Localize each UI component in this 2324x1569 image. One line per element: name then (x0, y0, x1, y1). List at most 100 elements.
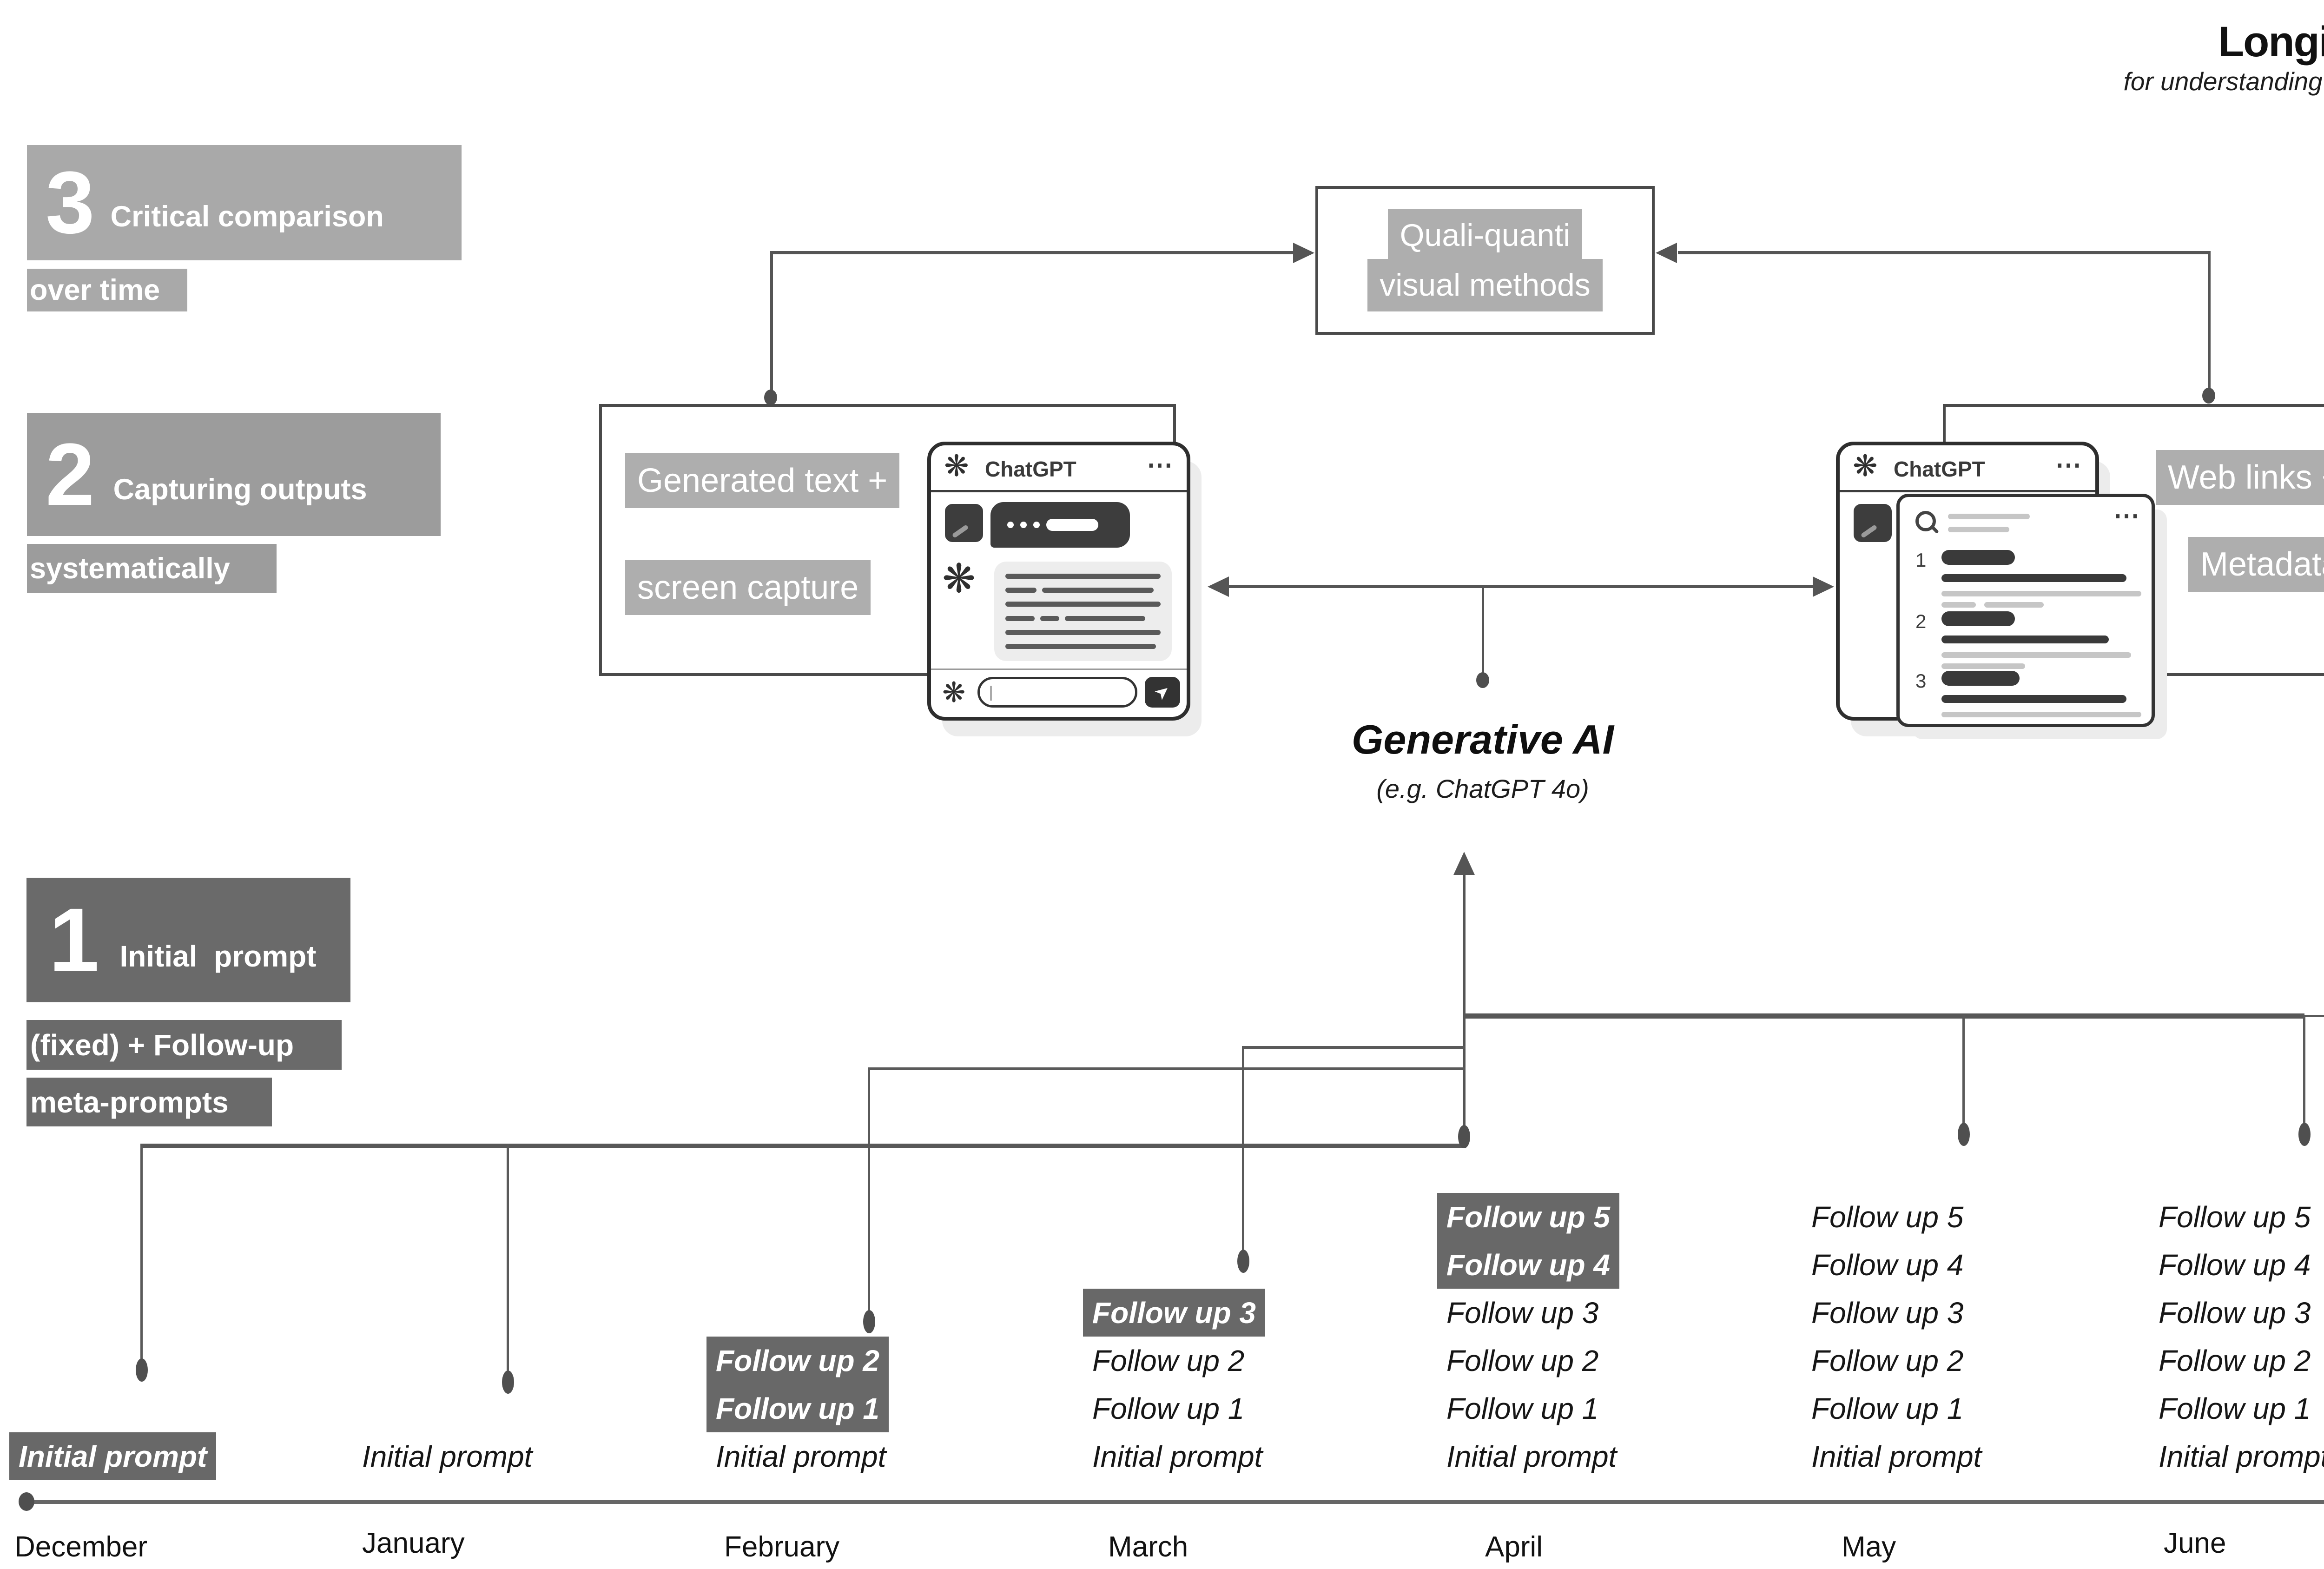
prompt-label: Follow up 1 (1811, 1391, 1964, 1425)
search-results-card: ⋯ 1 2 3 (1896, 494, 2155, 727)
step-1-subline-1: (fixed) + Follow-up (26, 1020, 342, 1070)
prompt-stack-january: Initial prompt (362, 1432, 532, 1480)
stem-arrowhead-up (1453, 852, 1475, 875)
result-title-pill[interactable] (1941, 611, 2015, 626)
prompt-label: Initial prompt (1811, 1439, 1982, 1473)
menu-dots-icon[interactable]: ⋯ (1147, 450, 1173, 479)
branch-march (1243, 1046, 1466, 1049)
drop-line-june (2303, 1015, 2305, 1132)
node-dot-may (1958, 1123, 1970, 1146)
text-line (1005, 588, 1037, 593)
prompt-label: Initial prompt (9, 1432, 217, 1480)
step-3-label: Critical comparison (110, 200, 384, 233)
web-links-line1: Web links + (2156, 450, 2324, 505)
node-dot-march (1237, 1250, 1249, 1273)
step-1-box: 1 Initial prompt (26, 878, 350, 1002)
step-2-subline: systematically (27, 544, 277, 593)
step-2-number: 2 (46, 425, 95, 524)
prompt-label: Follow up 5 (2159, 1200, 2311, 1234)
node-dot-february (863, 1310, 875, 1333)
step-1-number: 1 (49, 889, 99, 991)
month-label-june: June (2164, 1527, 2226, 1559)
month-label-february: February (724, 1531, 840, 1563)
user-avatar (945, 504, 983, 542)
connector-left-vertical (770, 251, 773, 396)
result-title-pill[interactable] (1941, 671, 2020, 686)
result-snippet-line (1941, 663, 2025, 669)
result-number: 1 (1915, 549, 1927, 571)
result-link-line[interactable] (1941, 695, 2126, 703)
step-2-label: Capturing outputs (113, 473, 367, 506)
menu-dots-icon[interactable]: ⋯ (2055, 450, 2081, 479)
chat-header: ❋ ChatGPT ⋯ (1840, 445, 2095, 492)
text-line (1042, 588, 1154, 593)
step-1-subline-2: meta-prompts (26, 1078, 272, 1126)
prompt-label: Follow up 4 (1437, 1241, 1619, 1289)
prompt-label: Initial prompt (1092, 1439, 1263, 1473)
prompt-label: Follow up 1 (2159, 1391, 2311, 1425)
step-3-box: 3 Critical comparison (27, 145, 462, 260)
exchange-arrowhead-right (1813, 576, 1834, 597)
text-line (1005, 616, 1035, 621)
chat-app-name: ChatGPT (985, 457, 1076, 481)
prompt-label: Initial prompt (716, 1439, 886, 1473)
chat-header: ❋ ChatGPT ⋯ (931, 445, 1187, 492)
stem-line (1463, 872, 1466, 1135)
branch-december-january (142, 1144, 1466, 1148)
search-query-line (1948, 514, 2030, 519)
step-2-box: 2 Capturing outputs (27, 413, 441, 536)
exchange-arrow-line (1227, 585, 1816, 588)
text-line (1005, 602, 1161, 607)
drop-line-march (1242, 1046, 1244, 1258)
branch-february (869, 1067, 1466, 1070)
result-link-line[interactable] (1941, 636, 2109, 643)
step-1-label: Initial prompt (119, 940, 317, 973)
chat-input[interactable] (977, 677, 1137, 708)
prompt-label: Initial prompt (2159, 1439, 2324, 1473)
result-link-line[interactable] (1941, 574, 2126, 582)
prompt-label: Follow up 3 (1811, 1296, 1964, 1330)
result-snippet-line (1941, 602, 1976, 608)
search-icon (1915, 511, 1936, 531)
arrowhead-into-quali-box-right (1656, 243, 1677, 263)
prompt-label: Follow up 1 (1446, 1391, 1599, 1425)
month-label-december: December (14, 1531, 147, 1563)
prompt-label: Follow up 5 (1811, 1200, 1964, 1234)
connector-right-horizontal (1678, 251, 2210, 254)
quali-quanti-box: Quali-quanti visual methods (1315, 186, 1655, 335)
node-dot-june (2298, 1123, 2311, 1146)
page-title: Longitudinal Prompt Method (2218, 18, 2324, 66)
connector-right-vertical (2208, 251, 2211, 394)
branch-right-thick (1464, 1013, 2304, 1019)
text-line (1005, 574, 1161, 579)
pencil-icon (951, 524, 969, 538)
send-button[interactable]: ➤ (1145, 677, 1180, 708)
footer-divider (931, 669, 1187, 670)
result-number: 2 (1915, 610, 1927, 632)
prompt-label: Follow up 3 (1446, 1296, 1599, 1330)
result-snippet-line (1941, 652, 2131, 658)
timeline-axis (26, 1500, 2324, 1504)
timeline-start-dot (19, 1492, 34, 1511)
result-title-pill[interactable] (1941, 550, 2015, 565)
month-label-january: January (362, 1527, 465, 1559)
user-avatar (1854, 504, 1892, 542)
menu-dots-icon[interactable]: ⋯ (2113, 501, 2139, 530)
arrowhead-into-quali-box-left (1293, 243, 1314, 263)
month-label-may: May (1842, 1531, 1896, 1563)
text-line (1040, 616, 1059, 621)
typing-dot (1033, 522, 1040, 528)
header: Longitudinal Prompt Method for understan… (2124, 18, 2324, 96)
prompt-label: Follow up 3 (2159, 1296, 2311, 1330)
quali-quanti-line2: visual methods (1367, 259, 1603, 311)
connector-left-horizontal (772, 251, 1301, 254)
connector-right-dot (2202, 388, 2215, 404)
openai-logo-icon: ❋ (1853, 449, 1878, 483)
prompt-label: Follow up 1 (706, 1384, 889, 1432)
